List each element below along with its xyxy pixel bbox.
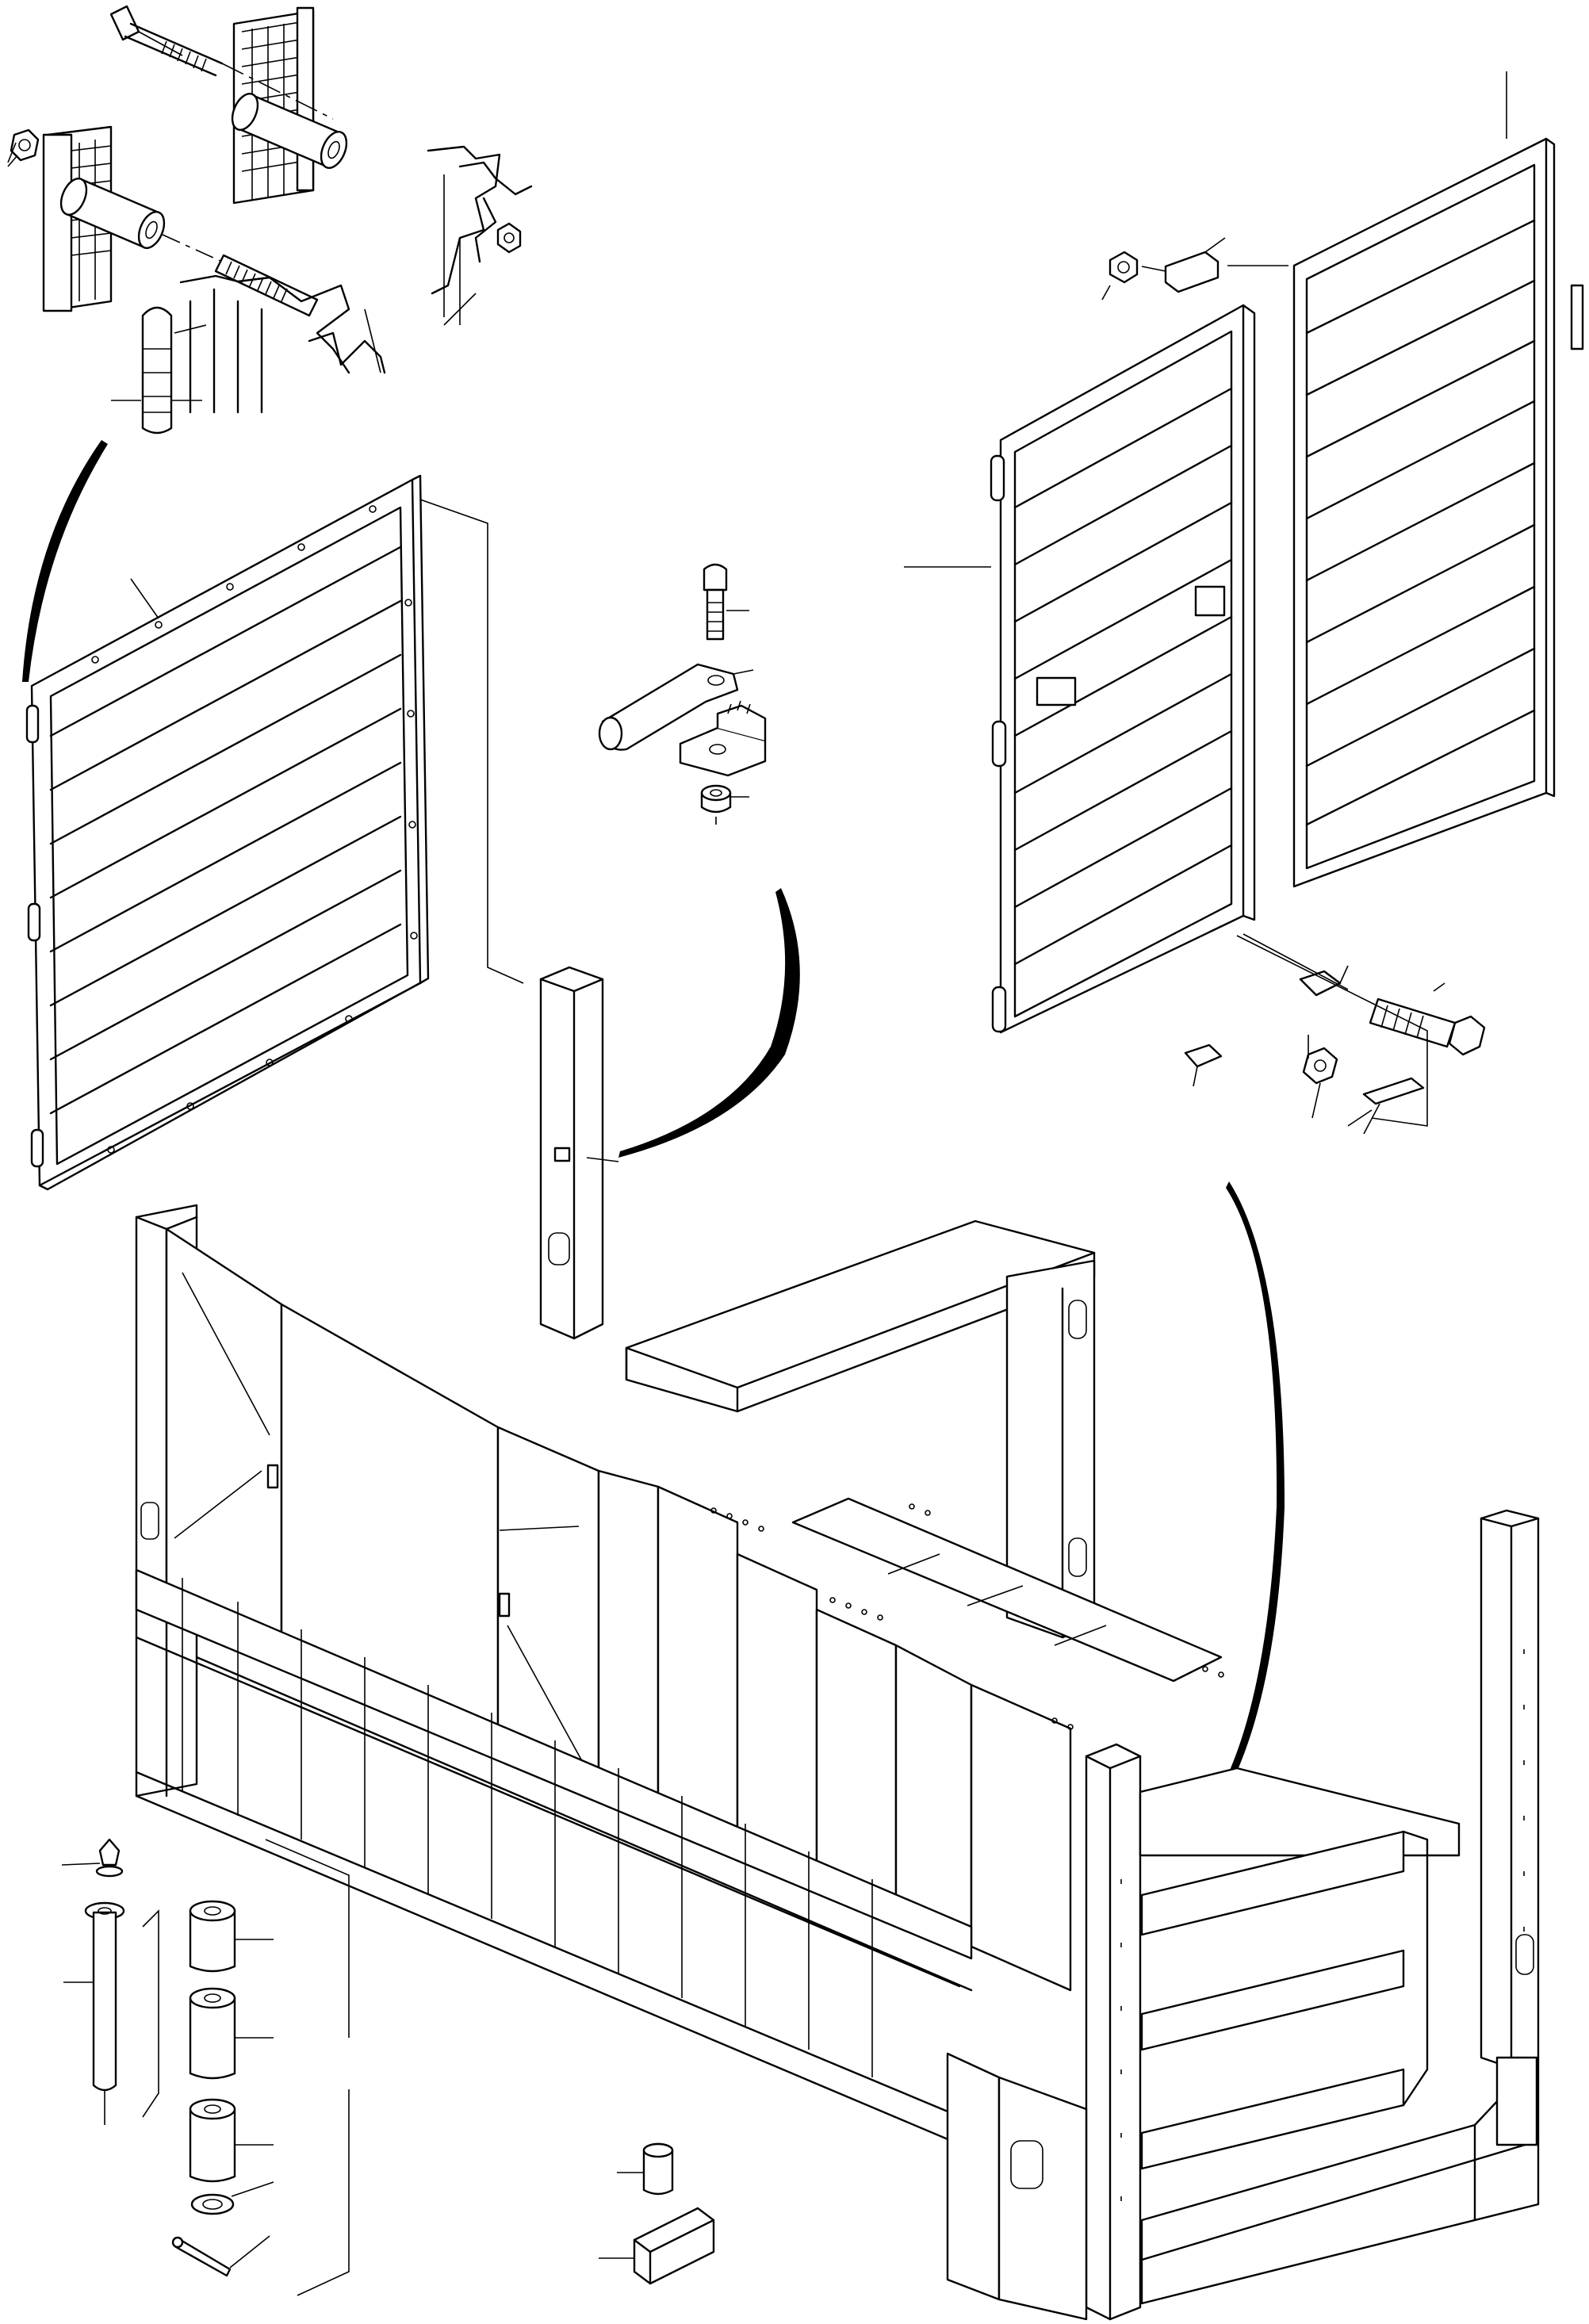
cable-lug xyxy=(598,663,754,751)
wall-fragment-right xyxy=(427,145,533,325)
spacer-upper xyxy=(231,93,348,169)
cotter-pin xyxy=(171,2235,270,2277)
leader-left-panel-to-post xyxy=(419,499,524,984)
hinge-bolt-upper xyxy=(109,5,334,120)
left-long-frame xyxy=(135,1204,1072,2142)
far-right-post xyxy=(1480,1509,1540,2069)
detail-callout-arc-left xyxy=(22,440,108,682)
panel-rivets xyxy=(91,505,418,1154)
right-double-grille-panel xyxy=(904,71,1584,1135)
bushing-stack xyxy=(189,1900,274,2215)
right-upper-nut-clip xyxy=(1101,237,1288,301)
right-panel-front xyxy=(904,304,1256,1034)
hinge-pin xyxy=(141,306,173,435)
bracket-plate xyxy=(679,700,767,777)
clip-far-right xyxy=(1570,284,1584,350)
detail-callout-arc-right xyxy=(1208,1181,1285,1816)
center-bracket-detail xyxy=(598,563,767,825)
frame-lower-end xyxy=(946,2052,1088,2321)
main-frame-assembly xyxy=(135,966,1540,2321)
spacer-lower xyxy=(59,178,223,262)
deck-openings xyxy=(791,1497,1223,1683)
small-bushing xyxy=(617,2142,674,2196)
hinge-stack-brackets xyxy=(142,1839,350,2296)
bottom-center-small-parts xyxy=(599,2142,715,2285)
hinge-bolt-lower xyxy=(214,254,319,317)
center-nut xyxy=(700,784,749,825)
top-cross-beam xyxy=(625,1219,1096,1639)
right-deck-steps xyxy=(1139,1767,1540,2305)
detail-callout-arc-center xyxy=(618,888,800,1158)
wall-fragment-left xyxy=(179,274,386,414)
right-lower-hardware xyxy=(1184,933,1486,1135)
rear-post xyxy=(539,966,619,1340)
leader-lines-top-left xyxy=(7,31,477,401)
top-left-hinge-pin-detail xyxy=(7,5,533,435)
left-grille-panel xyxy=(25,474,430,1191)
bottom-left-hinge-stack xyxy=(61,1838,350,2296)
grease-fitting xyxy=(61,1838,124,1878)
center-bolt xyxy=(703,563,749,641)
deck-holes xyxy=(710,1503,1224,1730)
angle-bracket xyxy=(599,2207,715,2285)
cross-reference-leaders xyxy=(1308,1035,1373,1127)
long-pin xyxy=(63,1901,125,2125)
front-right-post xyxy=(1085,1743,1142,2321)
right-panel-rear xyxy=(1292,137,1556,888)
nut-left xyxy=(7,128,40,167)
